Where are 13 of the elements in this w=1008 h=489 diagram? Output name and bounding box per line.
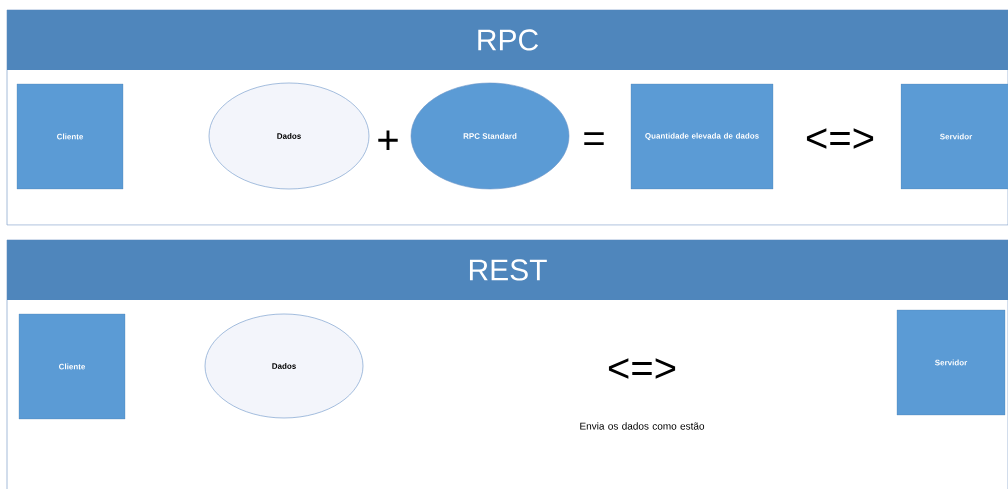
note: Envia os dados como estão [580, 422, 705, 430]
process-box: Servidor [900, 83, 1008, 190]
process-box: Servidor [896, 309, 1006, 416]
process-box: Cliente [18, 313, 126, 420]
process-box: Cliente [16, 83, 124, 190]
symbol: = [584, 132, 604, 146]
ellipse-node: RPC Standard [410, 82, 570, 190]
symbol: + [378, 130, 398, 150]
symbol: <=> [608, 358, 676, 379]
process-box: Quantidade elevada de dados [630, 83, 774, 190]
ellipse-node: Dados [208, 82, 370, 190]
symbol: <=> [806, 128, 874, 149]
ellipse-node: Dados [204, 313, 364, 419]
